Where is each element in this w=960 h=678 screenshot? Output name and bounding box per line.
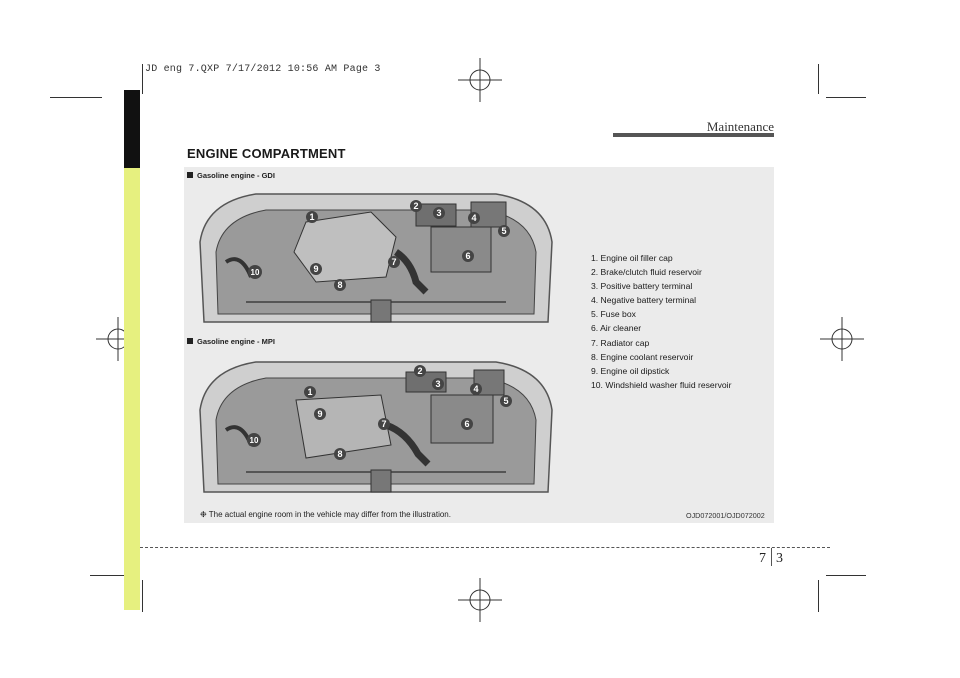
chapter-number: 7: [759, 551, 766, 566]
engine-illustration-gdi: 1 2 3 4 5 6 7 8 9 10: [199, 193, 553, 323]
callout-1: 1: [309, 212, 314, 222]
engine-illustration-mpi: 1 2 3 4 5 6 7 8 9 10: [199, 361, 553, 493]
legend-item: 5. Fuse box: [591, 309, 636, 320]
legend-item: 7. Radiator cap: [591, 337, 650, 348]
side-tab-band: [124, 90, 140, 610]
footer-rule: [140, 547, 830, 548]
legend-item: 6. Air cleaner: [591, 323, 642, 334]
page-number: 3: [776, 551, 783, 566]
legend-item: 10. Windshield washer fluid reservoir: [591, 379, 732, 390]
section-header: Maintenance: [706, 119, 774, 134]
callout-3: 3: [435, 379, 440, 389]
figure-label-mpi: Gasoline engine - MPI: [187, 337, 275, 346]
callout-10: 10: [251, 268, 260, 277]
callout-6: 6: [465, 251, 470, 261]
figure-label-gdi: Gasoline engine - GDI: [187, 171, 275, 180]
page-number-separator: [771, 548, 772, 566]
callout-8: 8: [337, 280, 342, 290]
callout-6: 6: [464, 419, 469, 429]
legend-item: 3. Positive battery terminal: [591, 281, 693, 292]
illustration-note: ❉ The actual engine room in the vehicle …: [200, 510, 451, 519]
callout-10: 10: [250, 436, 259, 445]
header-rule: [613, 133, 774, 137]
callout-4: 4: [473, 384, 478, 394]
legend-item: 1. Engine oil filler cap: [591, 253, 673, 263]
figure-code: OJD072001/OJD072002: [686, 511, 765, 520]
parts-legend: 1. Engine oil filler cap 2. Brake/clutch…: [591, 251, 731, 392]
callout-3: 3: [436, 208, 441, 218]
callout-9: 9: [317, 409, 322, 419]
side-tab-marker: [124, 90, 140, 168]
legend-item: 8. Engine coolant reservoir: [591, 351, 694, 362]
callout-7: 7: [381, 419, 386, 429]
callout-2: 2: [417, 366, 422, 376]
legend-item: 2. Brake/clutch fluid reservoir: [591, 267, 702, 278]
legend-item: 4. Negative battery terminal: [591, 295, 697, 306]
page-title: ENGINE COMPARTMENT: [187, 146, 346, 161]
callout-8: 8: [337, 449, 342, 459]
print-slug: JD eng 7.QXP 7/17/2012 10:56 AM Page 3: [145, 64, 381, 75]
legend-item: 9. Engine oil dipstick: [591, 365, 670, 376]
callout-9: 9: [313, 264, 318, 274]
callout-5: 5: [503, 396, 508, 406]
callout-7: 7: [391, 257, 396, 267]
callout-1: 1: [307, 387, 312, 397]
callout-4: 4: [471, 213, 476, 223]
callout-5: 5: [501, 226, 506, 236]
callout-2: 2: [413, 201, 418, 211]
